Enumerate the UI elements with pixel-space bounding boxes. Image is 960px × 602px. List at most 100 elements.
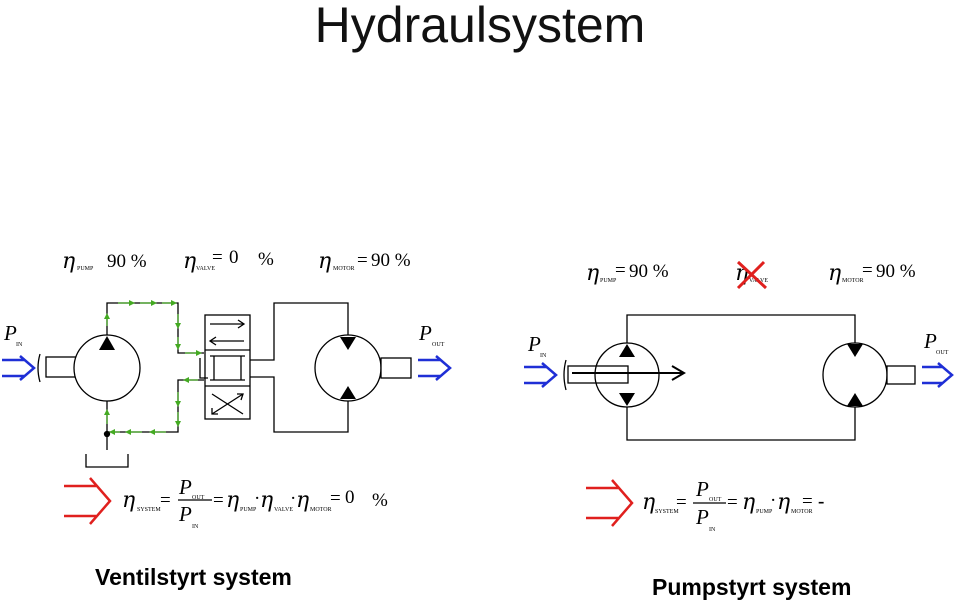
flow-arrows xyxy=(104,300,202,435)
r-eta-pump-symbol: η xyxy=(586,261,599,286)
r-pump-triangle-bottom xyxy=(619,393,635,406)
r-eta-f-pump-symbol: η xyxy=(742,490,755,515)
motor-shaft xyxy=(380,357,412,379)
formula-eq-2: = xyxy=(213,490,224,511)
formula-dot-2: · xyxy=(290,488,296,509)
eta-f-pump-sub: PUMP xyxy=(240,507,257,513)
result-arrow xyxy=(64,477,112,525)
caption-pump-controlled: Pumpstyrt system xyxy=(652,574,852,600)
r-shaft-rotation xyxy=(563,359,567,391)
eta-system-symbol: η xyxy=(122,488,135,513)
formula-eq-1: = xyxy=(160,490,171,511)
r-motor-triangle-bottom xyxy=(847,393,863,406)
eta-f-valve-symbol: η xyxy=(260,488,273,513)
eta-f-valve-sub: VALVE xyxy=(274,507,293,513)
p-in-symbol: P xyxy=(3,321,17,345)
r-pump-circle xyxy=(594,342,660,408)
r-formula-eq-2: = xyxy=(727,492,738,513)
eta-motor-value: 90 % xyxy=(371,250,411,271)
result-value: 0 xyxy=(345,487,355,508)
eta-motor-eq: = xyxy=(357,250,368,271)
motor-return-line xyxy=(250,376,349,433)
eta-valve-sub: VALVE xyxy=(196,266,215,272)
result-percent: % xyxy=(372,490,388,511)
eta-valve-value: 0 xyxy=(229,247,239,268)
frac-den-p: P xyxy=(178,502,192,526)
r-p-in-sub: IN xyxy=(540,353,547,359)
r-eta-system-symbol: η xyxy=(642,490,655,515)
eta-valve-eq: = xyxy=(212,247,223,268)
p-out-sub: OUT xyxy=(432,342,445,348)
r-eta-pump-sub: PUMP xyxy=(600,278,617,284)
r-pump-shaft xyxy=(567,365,629,384)
r-eta-f-pump-sub: PUMP xyxy=(756,509,773,515)
frac-num-sub: OUT xyxy=(192,495,205,501)
r-frac-num-sub: OUT xyxy=(709,497,722,503)
p-out-symbol: P xyxy=(418,321,432,345)
r-eta-f-motor-sub: MOTOR xyxy=(791,509,813,515)
power-input-arrow xyxy=(2,355,36,381)
junction-dot xyxy=(103,430,111,438)
eta-f-pump-symbol: η xyxy=(226,488,239,513)
p-in-sub: IN xyxy=(16,342,23,348)
variable-displacement-arrow xyxy=(572,365,686,381)
r-formula-eq-3: = xyxy=(802,491,813,512)
formula-dot-1: · xyxy=(254,488,260,509)
r-supply-line xyxy=(626,314,856,345)
directional-valve xyxy=(199,314,251,420)
r-power-input-arrow xyxy=(524,362,558,388)
r-power-output-arrow xyxy=(922,362,954,388)
r-p-out-sub: OUT xyxy=(936,350,949,356)
r-eta-motor-eq: = xyxy=(862,260,873,281)
r-formula-dot: · xyxy=(770,490,776,511)
r-eta-motor-symbol: η xyxy=(828,261,841,286)
eta-valve-percent: % xyxy=(258,249,274,270)
r-eta-pump-eq: = xyxy=(615,260,626,281)
r-efficiency-formula: η SYSTEM = P OUT P IN = η PUMP · η MOTOR… xyxy=(586,477,824,533)
eta-pump-value: 90 % xyxy=(107,251,147,272)
efficiency-formula: η SYSTEM = P OUT P IN = η PUMP · η VALVE… xyxy=(64,475,388,530)
r-eta-motor-sub: MOTOR xyxy=(842,278,864,284)
eta-motor-symbol: η xyxy=(318,249,331,274)
r-eta-f-motor-symbol: η xyxy=(777,490,790,515)
eta-f-motor-sub: MOTOR xyxy=(310,507,332,513)
motor-triangle-bottom xyxy=(340,386,356,399)
tank xyxy=(85,454,129,468)
frac-num-p: P xyxy=(178,475,192,499)
r-return-line xyxy=(626,406,856,441)
r-p-out-symbol: P xyxy=(923,329,937,353)
eta-system-sub: SYSTEM xyxy=(137,507,161,513)
eta-motor-sub: MOTOR xyxy=(333,266,355,272)
motor-triangle-top xyxy=(340,337,356,350)
r-frac-num-p: P xyxy=(695,477,709,501)
r-result-value: - xyxy=(818,491,824,512)
pump-flow-triangle xyxy=(99,336,115,350)
r-p-in-symbol: P xyxy=(527,332,541,356)
motor-supply-line xyxy=(250,302,349,361)
r-motor-triangle-top xyxy=(847,344,863,357)
r-motor-shaft xyxy=(886,365,916,385)
r-frac-den-sub: IN xyxy=(709,527,716,533)
valve-removed-cross xyxy=(736,260,768,290)
eta-f-motor-symbol: η xyxy=(296,488,309,513)
eta-pump-symbol: η xyxy=(62,249,75,274)
r-eta-system-sub: SYSTEM xyxy=(655,509,679,515)
eta-pump-sub: PUMP xyxy=(77,266,94,272)
r-pump-triangle-top xyxy=(619,344,635,357)
frac-den-sub: IN xyxy=(192,524,199,530)
r-result-arrow xyxy=(586,479,634,527)
r-eta-motor-value: 90 % xyxy=(876,261,916,282)
valve-controlled-system: η PUMP 90 % η VALVE = 0 % η MOTOR = 90 %… xyxy=(2,247,452,530)
eta-valve-symbol: η xyxy=(183,249,196,274)
power-output-arrow xyxy=(418,355,452,381)
pump-controlled-system: η PUMP = 90 % η VALVE η MOTOR = 90 % P I… xyxy=(524,260,954,533)
formula-eq-3: = xyxy=(330,488,341,509)
shaft-rotation xyxy=(37,353,41,383)
pump-shaft xyxy=(45,356,77,378)
page-title: Hydraulsystem xyxy=(314,0,646,53)
r-eta-pump-value: 90 % xyxy=(629,261,669,282)
caption-valve-controlled: Ventilstyrt system xyxy=(95,564,292,590)
r-formula-eq-1: = xyxy=(676,492,687,513)
r-frac-den-p: P xyxy=(695,505,709,529)
